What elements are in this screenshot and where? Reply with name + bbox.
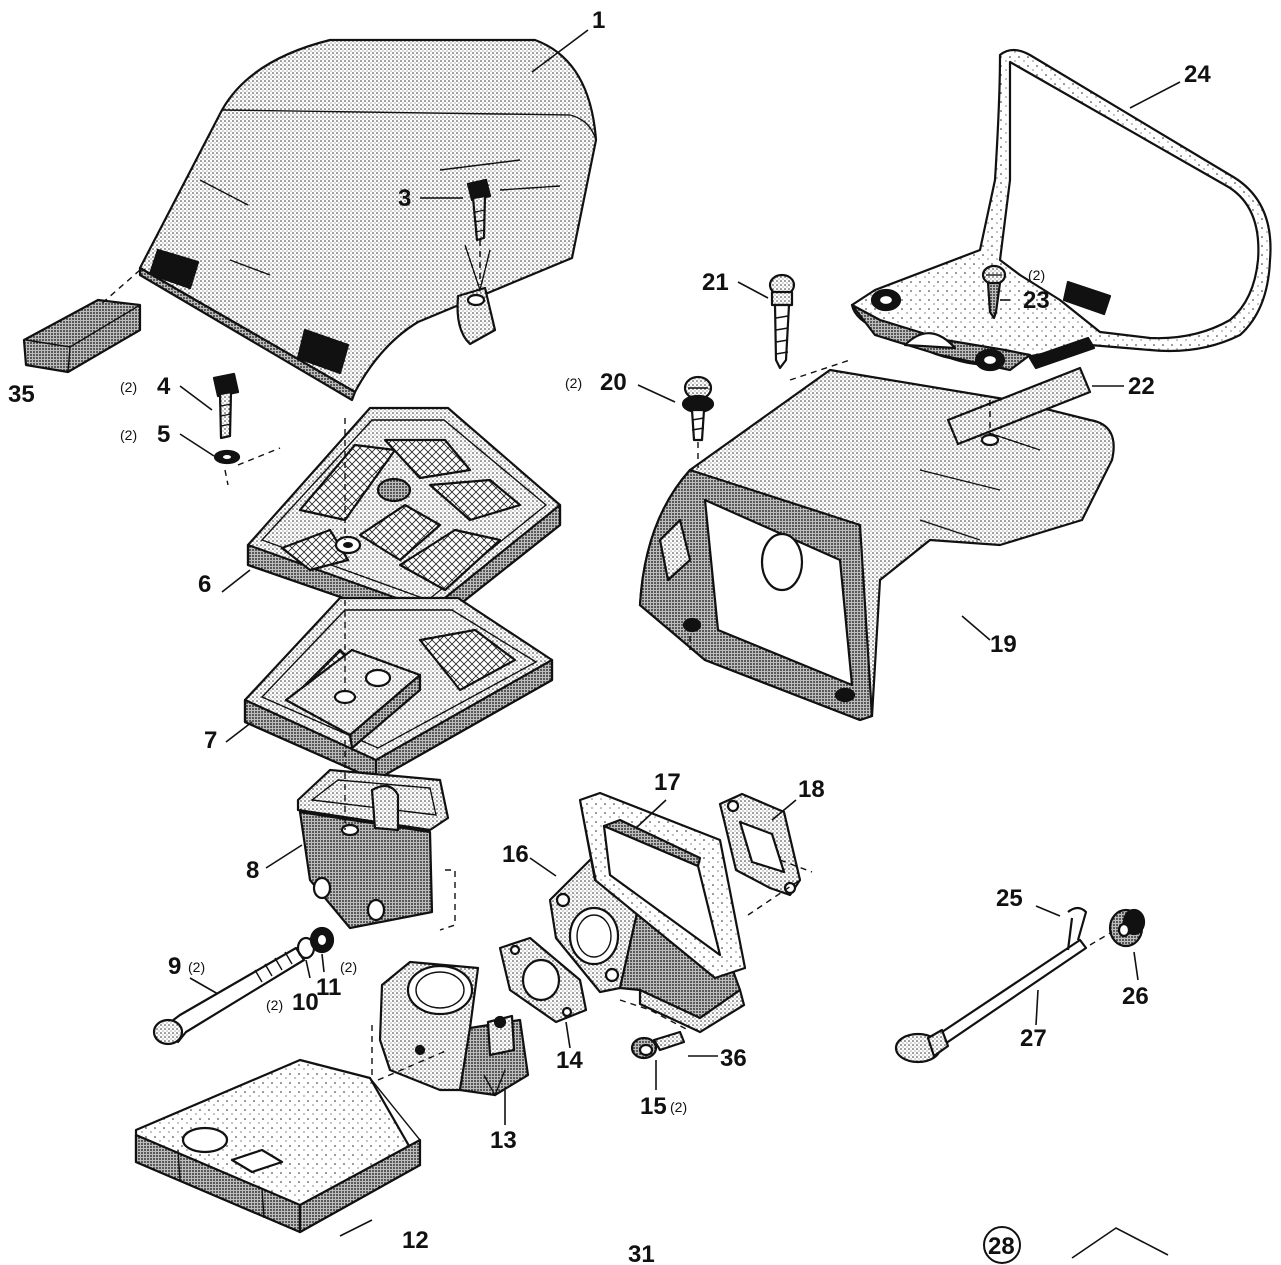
callout-15-qty: (2) (670, 1099, 687, 1115)
part-12-base-plate (134, 1058, 422, 1234)
part-1-filter-cover (138, 38, 598, 402)
part-15-36-screw (619, 999, 689, 1060)
callout-4: 4 (157, 373, 171, 400)
callout-36: 36 (720, 1045, 747, 1072)
callout-18: 18 (798, 776, 825, 803)
callout-4-qty: (2) (120, 379, 137, 395)
assembly-lines (99, 269, 456, 931)
next-diagram-fragment (1071, 1227, 1169, 1259)
callout-5-qty: (2) (120, 427, 137, 443)
part-4-5-screw-washer (212, 372, 281, 486)
callout-21: 21 (702, 269, 729, 296)
part-21-screw (768, 273, 851, 381)
callout-16: 16 (502, 841, 529, 868)
callout-9-qty: (2) (188, 959, 205, 975)
callout-15: 15 (640, 1093, 667, 1120)
callout-13: 13 (490, 1127, 517, 1154)
callout-23-qty: (2) (1028, 267, 1045, 283)
part-14-gasket (498, 936, 588, 1024)
callout-labels: 1 3 (2) 4 (2) 5 6 7 8 9 (2) (2) 10 11 (2… (8, 7, 1211, 1254)
section-badge-circle (983, 1226, 1021, 1264)
part-8-adapter (296, 768, 450, 930)
page-number: 31 (628, 1241, 655, 1265)
leader-lines (179, 29, 1181, 1237)
part-9-bolt (152, 946, 306, 1046)
callout-7: 7 (204, 727, 217, 754)
callout-9: 9 (168, 953, 181, 980)
callout-1: 1 (592, 7, 605, 34)
part-3-screw (464, 178, 492, 293)
page-footer: 31 28 (628, 1226, 1021, 1265)
callout-17: 17 (654, 769, 681, 796)
part-7-air-filter-bottom (243, 596, 554, 782)
callout-25: 25 (996, 885, 1023, 912)
callout-3: 3 (398, 185, 411, 212)
callout-8: 8 (246, 857, 259, 884)
part-19-shroud (638, 368, 1115, 722)
callout-10-qty: (2) (266, 997, 283, 1013)
part-6-air-filter-top (246, 406, 562, 630)
callout-22: 22 (1128, 373, 1155, 400)
part-22-strip (946, 366, 1092, 447)
part-35-prefilter-foam (22, 298, 142, 374)
section-badge: 28 (988, 1233, 1015, 1260)
callout-23: 23 (1023, 287, 1050, 314)
part-18-gasket (718, 792, 813, 916)
part-20-screw (681, 375, 715, 468)
callout-12: 12 (402, 1227, 429, 1254)
callout-26: 26 (1122, 983, 1149, 1010)
callout-35: 35 (8, 381, 35, 408)
part-10-11-washers (296, 926, 335, 960)
part-17-plate (578, 791, 747, 980)
callout-11-qty: (2) (340, 959, 357, 975)
callout-6: 6 (198, 571, 211, 598)
callout-24: 24 (1184, 61, 1211, 88)
callout-14: 14 (556, 1047, 583, 1074)
callout-10: 10 (292, 989, 319, 1016)
callout-20: 20 (600, 369, 627, 396)
part-23-screw (981, 264, 1007, 320)
part-13-carburetor (371, 960, 530, 1097)
callout-20-qty: (2) (565, 375, 582, 391)
callout-11: 11 (316, 974, 341, 1001)
part-24-cover-plate (850, 48, 1272, 372)
callout-5: 5 (157, 421, 170, 448)
part-25-26-27-rod-assembly (894, 906, 1146, 1064)
callout-27: 27 (1020, 1025, 1047, 1052)
callout-19: 19 (990, 631, 1017, 658)
